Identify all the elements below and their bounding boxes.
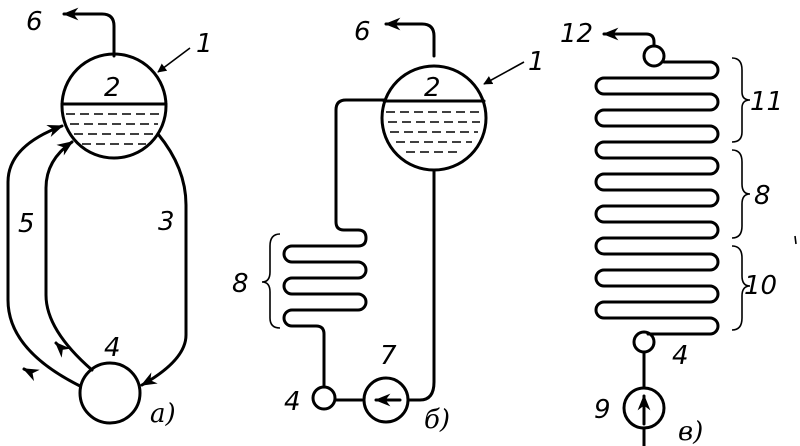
riser-pipe-b xyxy=(334,98,386,232)
label-a-2: 2 xyxy=(104,73,121,103)
label-a-5: 5 xyxy=(18,209,35,239)
serpentine-coil-b xyxy=(282,228,368,388)
label-b-2: 2 xyxy=(424,73,441,103)
label-c-10: 10 xyxy=(744,271,777,301)
label-c-8: 8 xyxy=(754,181,771,211)
label-b-8: 8 xyxy=(232,269,249,299)
brace-c-8 xyxy=(731,149,751,239)
riser-inner-mid-arrow xyxy=(54,341,71,358)
label-a-6: 6 xyxy=(26,7,43,37)
label-a-1: 1 xyxy=(196,29,213,59)
feedwater-arrow-a xyxy=(157,47,191,73)
label-c-11: 11 xyxy=(750,87,783,117)
label-c-4: 4 xyxy=(672,341,689,371)
steam-outlet-pipe-c xyxy=(602,27,656,48)
label-b-1: 1 xyxy=(528,47,545,77)
feedwater-arrow-b xyxy=(483,61,525,85)
riser-inner-a xyxy=(44,140,94,372)
diagram-a: 6 1 2 3 5 4 a) xyxy=(6,7,213,429)
water-hatching-b xyxy=(386,111,482,153)
downcomer-b xyxy=(406,168,436,402)
caption-b: б) xyxy=(424,405,450,435)
label-c-12: 12 xyxy=(560,19,593,49)
label-c-9: 9 xyxy=(594,395,611,425)
label-a-3: 3 xyxy=(158,207,175,237)
label-a-4: 4 xyxy=(104,333,121,363)
riser-outer-mid-arrow xyxy=(22,367,40,382)
downcomer-a xyxy=(140,132,188,387)
brace-c-11 xyxy=(731,57,751,143)
caption-a: a) xyxy=(150,399,176,429)
outlet-header-c xyxy=(642,44,666,68)
diagram-b: 6 1 2 8 7 4 б) xyxy=(232,17,545,435)
stray-mark xyxy=(794,235,797,245)
label-b-6: 6 xyxy=(354,17,371,47)
inlet-header-c xyxy=(632,330,656,354)
brace-c-10 xyxy=(731,245,751,331)
serpentine-coil-c xyxy=(594,60,720,336)
label-b-7: 7 xyxy=(380,341,397,371)
steam-outlet-pipe-a xyxy=(62,7,116,58)
collector-a xyxy=(78,361,142,425)
riser-outer-a xyxy=(6,124,82,388)
collector-b xyxy=(311,385,337,411)
water-hatching-a xyxy=(66,113,162,145)
brace-b xyxy=(261,233,281,329)
caption-c: в) xyxy=(678,417,703,446)
steam-outlet-pipe-b xyxy=(384,17,436,58)
label-b-4: 4 xyxy=(284,387,301,417)
diagram-c: 12 11 8 10 4 9 в) xyxy=(560,19,783,446)
drum-a xyxy=(60,52,168,160)
